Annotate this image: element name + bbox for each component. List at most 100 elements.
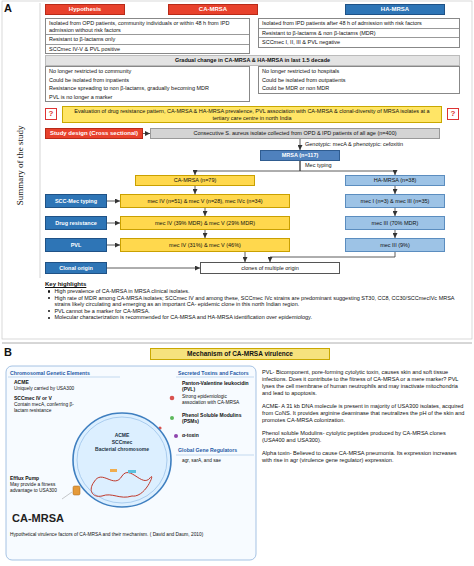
process-box: Isolated from OPD patients, community in… [45,18,250,54]
section-heading: Chromosomal Genetic Elements [10,370,120,376]
flow-arrow [195,186,196,194]
process-box: mec IV (31%) & mec V (46%) [120,238,290,252]
pvl-toxin [170,396,175,401]
process-box: CA-MRSA (n=79) [135,175,255,186]
node-text: mec I (n=3) & mec III (n=35) [361,198,430,205]
flow-arrow [205,230,206,238]
node-text: HA-MRSA [381,6,409,13]
notes-column: PVL- Bicomponent, pore-forming cytolytic… [262,369,468,470]
note-paragraph: ACME- A 31 kb DNA molecule is present in… [262,403,468,424]
alpha-toxin [174,434,178,438]
flow-arrow [300,139,301,150]
part-note: Strong epidemiologic association with CA… [182,394,252,405]
process-box: mec IV (n=51) & mec V (n=28), mec IVc (n… [120,194,290,208]
node-text: mec IV (39% MDR) & mec V (29% MDR) [155,220,255,227]
group-header: CA-MRSA [168,4,258,15]
node-text: No longer restricted to hospitals [259,67,459,76]
flow-arrow [270,252,395,262]
node-text: Isolated from IPD patients after 48 h of… [259,19,459,28]
node-text: mec III (70% MDR) [372,220,419,227]
section-heading: Secreted Toxins and Factors [178,370,254,376]
process-box: SCC-Mec typing [45,194,107,208]
bullet-dot [48,317,50,319]
method-note: Genotypic: mecA & phenotypic: cefoxitin [305,141,455,148]
node-text: HA-MRSA (n=38) [374,177,417,184]
part-name: SCCmec IV or V [14,395,80,401]
flow-arrow [395,186,396,194]
bullet-text: Molecular characterization is recommende… [54,314,312,321]
flow-arrow [395,230,396,238]
section-rule [176,377,254,378]
part-note: Uniquely carried by USA300 [14,386,80,392]
group-header: HA-MRSA [345,4,445,15]
bullet-text: High prevalence of CA-MRSA in MRSA clini… [54,288,189,295]
section-heading: Key highlights [45,281,465,287]
part-note: May provide a fitness advantage to USA30… [10,482,68,493]
leader-line [62,492,72,499]
part-note: Contain mecA, conferring β-lactam resist… [14,402,80,413]
flow-arrow [205,208,206,216]
node-text: mec IV (n=51) & mec V (n=28), mec IVc (n… [147,198,262,205]
bullet-row: Molecular characterization is recommende… [45,314,465,321]
node-text: SCCmec I, II, III & PVL negative [259,37,459,47]
flow-arrow [107,245,120,246]
process-box: HA-MRSA (n=38) [345,175,445,186]
heading-box: Mechanism of CA-MRSA virulence [150,348,330,360]
process-box: mec III (70% MDR) [345,216,445,230]
question-icon: ? [45,108,57,120]
node-text: Resistant to β-lactams & non β-lactams (… [259,28,459,38]
node-text: MRSA (n=117) [282,152,319,159]
node-text: Could be MDR or non MDR [259,84,459,93]
process-box: mec I (n=3) & mec III (n=35) [345,194,445,208]
section-heading: Global Gene Regulators [178,447,254,453]
node-text: SCCmec [112,439,133,445]
process-box: PVL [45,238,107,252]
node-text: CA-MRSA [199,6,227,13]
node-text: ACME [115,432,130,438]
flow-arrow [107,223,120,224]
node-text: CA-MRSA (n=79) [174,177,217,184]
node-text: Could be isolated from inpatients [46,76,249,85]
part-name: Efflux Pump [10,475,68,481]
flow-arrow [143,133,150,134]
node-text: mec III (9%) [380,242,410,249]
process-box: clones of multiple origin [200,262,340,274]
part-name: α-toxin [182,432,252,438]
node-text: SCC-Mec typing [55,198,97,205]
node-text: Drug resistance [55,220,97,227]
node-text: Study design (Cross sectional) [50,130,138,137]
efflux-pump [73,486,80,495]
panel-letter: B [4,346,16,359]
node-text: Mechanism of CA-MRSA virulence [187,350,293,358]
node-text: Resistance spreading to non β-lactams, g… [46,84,249,93]
part-name: ACME [14,379,74,385]
bullet-dot [48,297,50,299]
banner: Gradual change in CA-MRSA & HA-MRSA in l… [45,55,460,66]
node-text: ? [49,109,54,119]
part-name: Phenol Soluble Modulins (PSMs) [182,412,252,424]
organism-name: CA-MRSA [12,512,92,525]
process-box: mec IV (39% MDR) & mec V (29% MDR) [120,216,290,230]
flow-arrow [195,161,300,175]
section-rule [8,377,120,378]
cell-outline: ACMESCCmecBacterial chromosome [72,412,172,508]
node-text: PVL [71,242,82,249]
process-box: mec III (9%) [345,238,445,252]
node-text: Gradual change in CA-MRSA & HA-MRSA in l… [175,57,330,64]
node-text: PVL is no longer a marker [46,93,249,102]
node-text: No longer restricted to community [46,67,249,76]
process-box: MRSA (n=117) [260,150,340,161]
node-text: Consecutive S. aureus isolate collected … [193,130,396,137]
process-box: Drug resistance [45,216,107,230]
node-text: Evaluation of drug resistance pattern, C… [66,108,438,121]
bullet-text: High rate of MDR among CA-MRSA isolates;… [54,295,465,308]
psm-toxin [170,416,174,420]
bullet-dot [48,310,50,312]
node-text: Hypothesis [69,6,101,13]
node-text: SCCmec IV-V & PVL positive [46,44,249,54]
question-icon: ? [447,108,459,120]
bullet-dot [48,290,50,292]
flow-arrow [245,252,246,262]
section-rule [176,455,254,456]
